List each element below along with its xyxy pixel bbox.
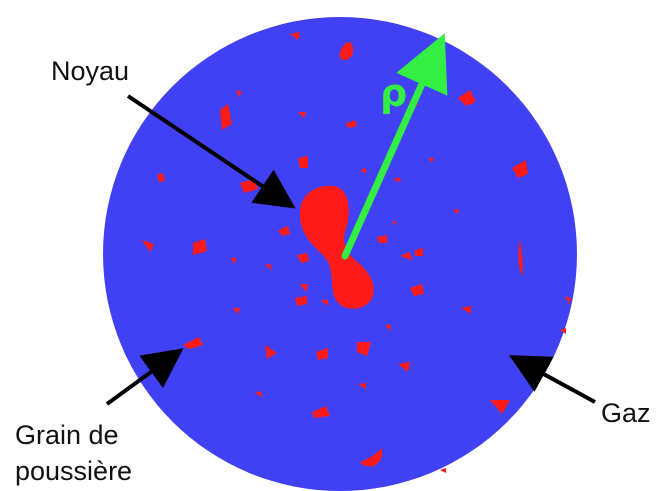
- dust-grain: [339, 42, 354, 60]
- dust-grain: [385, 325, 391, 331]
- dust-label-line2: poussière: [15, 456, 132, 486]
- dust-grain: [415, 248, 423, 256]
- dust-grain: [297, 253, 309, 263]
- dust-label-line1: Grain de: [15, 420, 119, 450]
- dust-grain: [300, 284, 308, 292]
- dust-grain: [183, 337, 203, 349]
- dust-grain: [312, 406, 330, 418]
- dust-grain: [393, 177, 401, 182]
- nucleus-pointer-arrow: [126, 94, 296, 209]
- dust-grain: [290, 32, 300, 40]
- dust-grain: [220, 104, 232, 130]
- dust-grain: [295, 296, 307, 306]
- dust-grain: [357, 342, 371, 356]
- dust-grain: [298, 156, 308, 168]
- dust-grain: [265, 264, 271, 270]
- dust-grain: [232, 308, 240, 314]
- dust-grain: [392, 221, 396, 225]
- dust-grain: [398, 362, 410, 372]
- gas-label: Gaz: [601, 398, 651, 428]
- dust-grain: [458, 90, 476, 106]
- dust-grain: [360, 168, 366, 174]
- dust-grain: [453, 209, 459, 214]
- dust-pointer-arrow: [105, 348, 184, 406]
- dust-grain: [440, 468, 446, 473]
- dust-grain: [320, 300, 328, 306]
- dust-grain: [142, 240, 154, 252]
- dust-grain: [512, 160, 528, 178]
- dust-grain: [236, 90, 242, 97]
- dust-grain: [461, 306, 471, 314]
- dust-grain: [490, 400, 510, 414]
- dust-grain: [560, 328, 566, 334]
- dust-grain: [565, 296, 571, 304]
- dust-grain: [377, 235, 387, 243]
- dust-grain: [410, 284, 424, 296]
- dust-grain: [265, 345, 277, 359]
- dust-grain: [518, 240, 523, 276]
- dust-grain: [230, 258, 236, 264]
- dust-grain: [278, 226, 290, 236]
- dust-grain: [360, 448, 383, 467]
- dust-grain: [428, 158, 434, 163]
- radius-label: ρ: [380, 71, 407, 115]
- dust-grain: [255, 391, 262, 397]
- nucleus-label: Noyau: [51, 56, 129, 86]
- dust-grain: [358, 383, 366, 389]
- dust-grain: [400, 252, 412, 260]
- gas-pointer-arrow: [508, 355, 596, 404]
- dust-grain: [345, 120, 357, 128]
- dust-grain: [157, 173, 165, 182]
- radius-arrow: [341, 33, 448, 260]
- dust-grain: [316, 348, 328, 360]
- dust-grain: [193, 239, 207, 255]
- dust-grain: [298, 112, 306, 118]
- nucleus: [299, 185, 374, 309]
